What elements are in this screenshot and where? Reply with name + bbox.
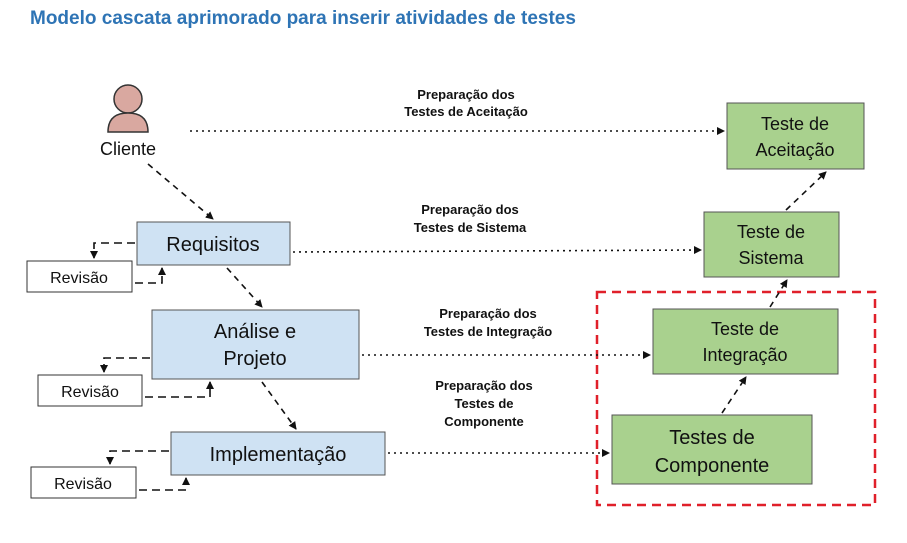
prep-note-aceitacao: Preparação dos Testes de Aceitação xyxy=(404,87,528,119)
phase-implementacao-label: Implementação xyxy=(210,444,347,466)
client-actor-icon xyxy=(107,84,149,133)
phase-analise-label-line2: Projeto xyxy=(223,348,286,370)
dotted-connector-sistema xyxy=(292,246,702,255)
test-integracao[interactable]: Teste de Integração xyxy=(652,308,839,375)
test-aceitacao-line1: Teste de xyxy=(761,114,829,134)
test-sistema-line2: Sistema xyxy=(738,248,804,268)
review-loop-2 xyxy=(100,357,214,398)
prep-integracao-line1: Preparação dos xyxy=(439,306,537,321)
diagram-title: Modelo cascata aprimorado para inserir a… xyxy=(30,8,576,29)
test-sistema[interactable]: Teste de Sistema xyxy=(703,211,840,278)
review-loop-3 xyxy=(106,450,190,491)
test-componente[interactable]: Testes de Componente xyxy=(611,414,813,485)
test-integracao-line2: Integração xyxy=(702,345,787,365)
review-box-3: Revisão xyxy=(30,466,137,499)
test-integracao-line1: Teste de xyxy=(711,319,779,339)
prep-note-sistema: Preparação dos Testes de Sistema xyxy=(414,202,527,235)
review-box-2: Revisão xyxy=(37,374,143,407)
flow-arrow-requisitos-analise xyxy=(226,267,263,308)
review-label-1: Revisão xyxy=(50,270,108,287)
test-aceitacao-line2: Aceitação xyxy=(755,140,834,160)
flow-arrow-integracao-sistema xyxy=(769,279,788,308)
prep-componente-line3: Componente xyxy=(444,414,523,429)
review-label-2: Revisão xyxy=(61,384,119,401)
prep-aceitacao-line2: Testes de Aceitação xyxy=(404,104,528,119)
phase-requisitos-label: Requisitos xyxy=(166,234,259,256)
prep-componente-line1: Preparação dos xyxy=(435,378,533,393)
prep-aceitacao-line1: Preparação dos xyxy=(417,87,515,102)
phase-analise-label-line1: Análise e xyxy=(214,321,296,343)
prep-sistema-line2: Testes de Sistema xyxy=(414,220,527,235)
flow-arrow-sistema-aceitacao xyxy=(785,171,827,211)
test-sistema-line1: Teste de xyxy=(737,222,805,242)
flow-arrow-analise-implementacao xyxy=(261,381,297,430)
prep-sistema-line1: Preparação dos xyxy=(421,202,519,217)
flow-arrow-componente-integracao xyxy=(721,376,747,414)
client-label: Cliente xyxy=(100,139,156,159)
review-label-3: Revisão xyxy=(54,476,112,493)
phase-implementacao[interactable]: Implementação xyxy=(170,431,386,476)
test-componente-line2: Componente xyxy=(655,455,770,477)
prep-note-integracao: Preparação dos Testes de Integração xyxy=(424,306,552,339)
prep-note-componente: Preparação dos Testes de Componente xyxy=(435,378,533,429)
prep-integracao-line2: Testes de Integração xyxy=(424,324,552,339)
unit-integration-highlight xyxy=(595,290,877,507)
review-loop-1 xyxy=(90,242,166,284)
phase-analise-projeto[interactable]: Análise e Projeto xyxy=(151,309,360,380)
test-componente-line1: Testes de xyxy=(669,427,755,449)
review-box-1: Revisão xyxy=(26,260,133,293)
flow-arrow-client-requisitos xyxy=(147,163,214,220)
phase-requisitos[interactable]: Requisitos xyxy=(136,221,291,266)
prep-componente-line2: Testes de xyxy=(454,396,513,411)
test-aceitacao[interactable]: Teste de Aceitação xyxy=(726,102,865,170)
